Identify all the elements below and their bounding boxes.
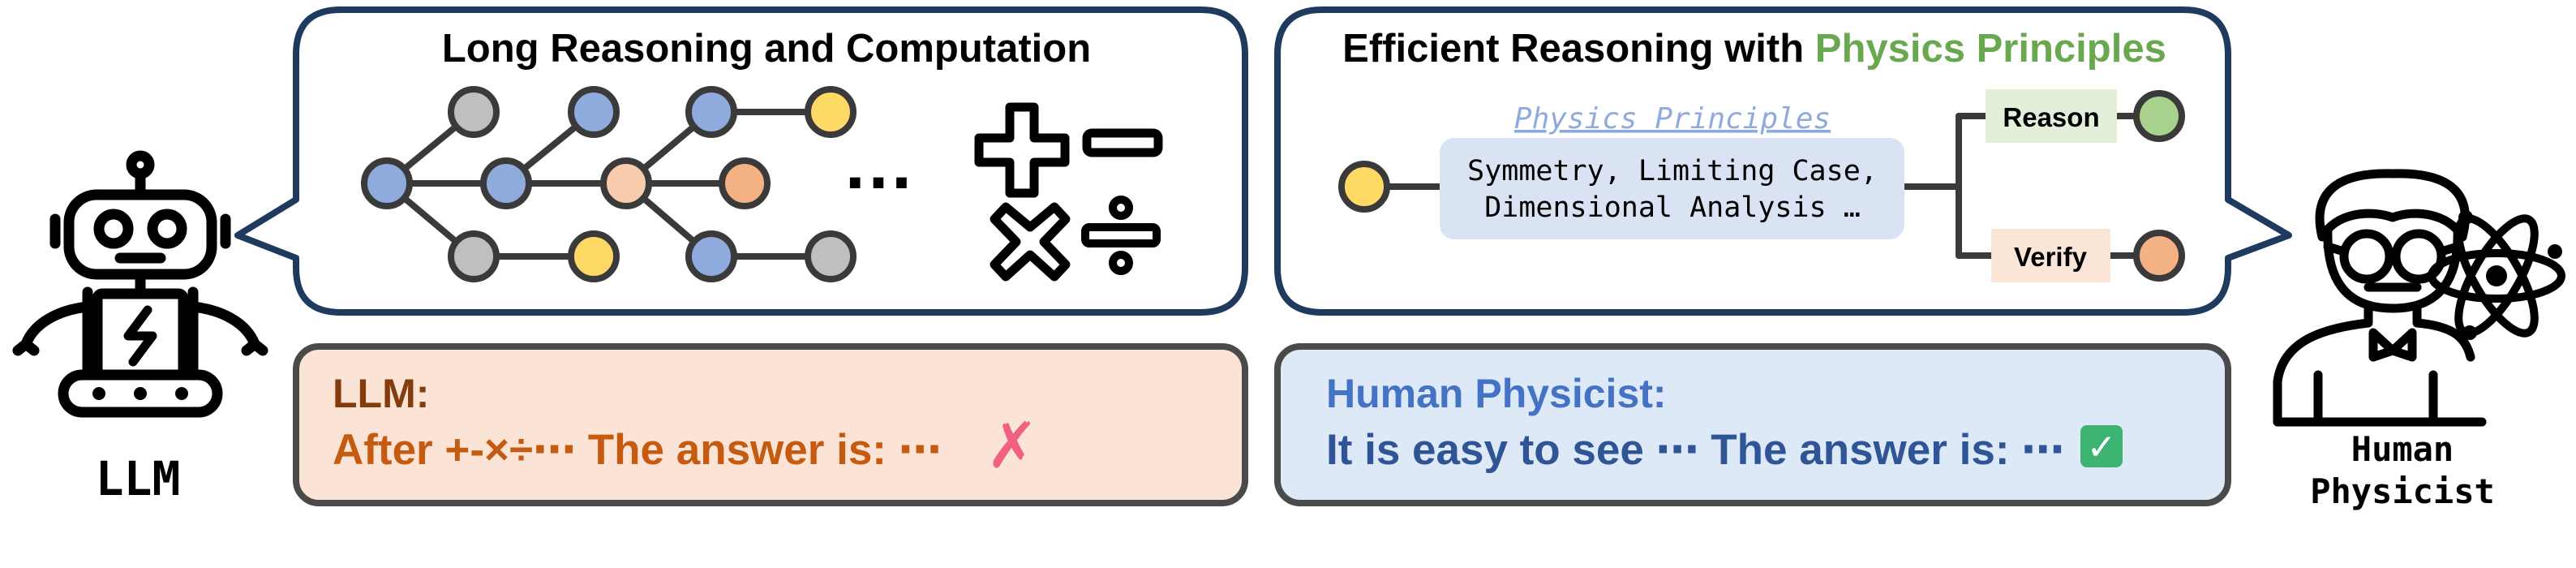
principles-line-1: Symmetry, Limiting Case, — [1467, 155, 1878, 187]
tree-node — [805, 230, 857, 282]
cross-mark-icon: ✗ — [985, 410, 1038, 481]
physicist-answer-box — [1274, 343, 2231, 506]
principles-line-2: Dimensional Analysis … — [1484, 191, 1861, 224]
tree-node — [448, 230, 500, 282]
tree-ellipsis: … — [842, 123, 915, 204]
atom-icon — [2428, 210, 2565, 340]
llm-answer-box — [293, 343, 1248, 506]
tree-node — [600, 157, 652, 209]
tree-node — [448, 86, 500, 138]
math-operators-icon — [974, 102, 1163, 282]
tree-node — [685, 230, 737, 282]
start-node — [1338, 161, 1390, 213]
verify-result-node — [2133, 230, 2185, 282]
physicist-label-line-1: Human — [2351, 429, 2454, 469]
physicist-label-line-2: Physicist — [2310, 471, 2495, 511]
verify-label: Verify — [2014, 242, 2088, 272]
llm-answer-text: After +-×÷⋯ The answer is: ⋯ — [333, 426, 942, 474]
check-mark-icon: ✓ — [2080, 425, 2123, 467]
svg-text:✓: ✓ — [2087, 428, 2117, 467]
physicist-icon — [2273, 169, 2487, 427]
llm-thought-title: Long Reasoning and Computation — [442, 27, 1091, 71]
robot-icon — [12, 150, 268, 418]
tree-node — [568, 230, 620, 282]
principles-heading: Physics Principles — [1514, 102, 1831, 136]
principles-box — [1440, 138, 1904, 239]
verify-box — [1991, 229, 2110, 282]
tree-node — [361, 157, 413, 209]
physicist-thought-title: Efficient Reasoning with Physics Princip… — [1342, 27, 2166, 71]
reason-box — [1986, 89, 2117, 143]
principles-flow: Physics Principles Symmetry, Limiting Ca… — [1338, 89, 2185, 282]
reason-result-node — [2133, 90, 2185, 142]
tree-node — [719, 157, 771, 209]
llm-answer-speaker: LLM: — [333, 371, 429, 416]
llm-label: LLM — [96, 451, 181, 506]
physicist-answer-speaker: Human Physicist: — [1326, 371, 1667, 416]
physicist-answer-text: It is easy to see ⋯ The answer is: ⋯ — [1326, 426, 2064, 474]
reasoning-tree — [361, 86, 857, 282]
tree-node — [805, 86, 857, 138]
title-highlight: Physics Principles — [1815, 27, 2166, 71]
reason-label: Reason — [2003, 102, 2099, 132]
tree-node — [480, 157, 532, 209]
tree-node — [685, 86, 737, 138]
tree-node — [568, 86, 620, 138]
